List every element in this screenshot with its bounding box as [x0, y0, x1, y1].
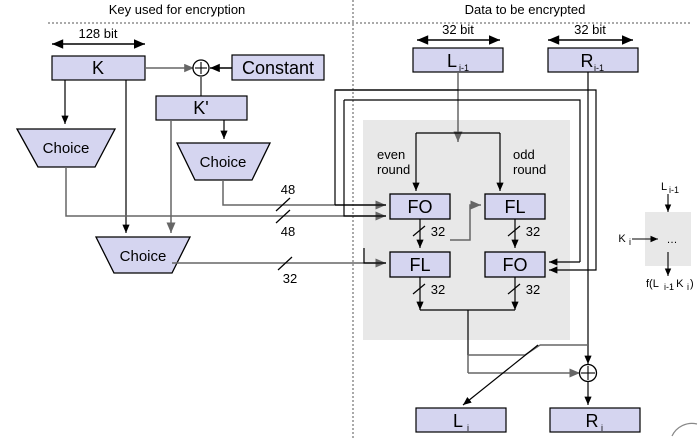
input-box-right-label: R [581, 51, 594, 71]
output-box-left [415, 407, 507, 433]
bus-label-odd-lower: 32 [526, 282, 540, 297]
constant-box-label: Constant [242, 58, 314, 78]
bus-label-even-lower: 32 [431, 282, 445, 297]
choice-block-1 [15, 128, 117, 168]
block-fo-odd-label: FO [503, 255, 528, 275]
choice-block-3 [94, 236, 192, 274]
output-box-left-label: L [453, 411, 463, 431]
wire-choice2-to-fo-48 [222, 180, 386, 210]
bus-slash-48-lower [275, 209, 291, 224]
key-box-kprime-label: K' [193, 98, 208, 118]
output-box-right [549, 407, 641, 433]
key-box-k-label: K [92, 58, 104, 78]
legend-key-label: K [618, 233, 626, 245]
legend-input-label: L [661, 181, 667, 193]
output-box-right-label: R [586, 411, 599, 431]
wire-cross-to-fl-odd [450, 200, 481, 241]
legend-key-subscript: i [629, 237, 631, 247]
bus-slash-even-upper [412, 225, 426, 237]
input-box-right-subscript: i-1 [594, 63, 604, 73]
bus-label-48-upper: 48 [281, 182, 295, 197]
bus-slash-even-lower [412, 283, 426, 295]
odd-round-label-line1: odd [513, 147, 535, 162]
wire-feedback-inner [343, 100, 386, 217]
block-fo-odd [484, 251, 546, 278]
output-box-left-subscript: i [467, 423, 469, 433]
key-box-kprime [155, 95, 248, 121]
choice-block-1-label: Choice [43, 140, 90, 157]
even-round-label-line2: round [377, 162, 410, 177]
legend-output-end: ) [690, 278, 694, 290]
bus-slash-32-choice3 [277, 256, 293, 271]
header-key-side: Key used for encryption [109, 2, 246, 17]
measure-32bit-right-label: 32 bit [574, 22, 606, 37]
measure-128bit-label: 128 bit [78, 26, 117, 41]
bus-label-48-lower: 48 [281, 224, 295, 239]
block-fo-even-label: FO [408, 197, 433, 217]
header-data-side: Data to be encrypted [465, 2, 586, 17]
legend-output-label: f(L [646, 278, 659, 290]
bus-slash-odd-upper [507, 225, 521, 237]
block-fl-even [389, 251, 451, 278]
wire-crossover-to-output-left [462, 344, 539, 406]
bus-label-even-upper: 32 [431, 224, 445, 239]
bus-slash-48-upper [275, 197, 291, 212]
block-fo-even [389, 193, 451, 220]
constant-box [231, 54, 325, 81]
output-box-right-subscript: i [601, 423, 603, 433]
round-function-region [363, 120, 570, 340]
choice-block-2-label: Choice [200, 154, 247, 171]
input-box-left [412, 47, 504, 73]
legend-output-mid: , K [670, 278, 684, 290]
bus-label-32-choice3: 32 [283, 271, 297, 286]
even-round-label-line1: even [377, 147, 405, 162]
wire-feedback-right-upper [344, 99, 581, 262]
bus-slash-odd-lower [507, 283, 521, 295]
wire-feedback-into-fo-odd-2 [335, 89, 597, 274]
measure-32bit-left-label: 32 bit [442, 22, 474, 37]
input-box-left-label: L [447, 51, 457, 71]
decorative-arc [671, 422, 698, 437]
odd-round-label-line2: round [513, 162, 546, 177]
legend-output-subscript-1: i-1 [664, 282, 674, 292]
wire-round-out-riser [468, 344, 541, 356]
block-fl-odd [484, 193, 546, 220]
legend-output-subscript-2: i [687, 282, 689, 292]
legend-ellipsis: … [667, 234, 678, 246]
choice-block-3-label: Choice [120, 248, 167, 265]
input-box-right [547, 47, 639, 73]
choice-block-2 [175, 142, 272, 181]
bus-label-odd-upper: 32 [526, 224, 540, 239]
wire-choice1-to-fo-48 [65, 167, 386, 221]
legend-input-subscript: i-1 [669, 185, 679, 195]
input-box-left-subscript: i-1 [459, 63, 469, 73]
block-fl-even-label: FL [409, 255, 430, 275]
block-fl-odd-label: FL [504, 197, 525, 217]
wire-feedback-into-fl-even [363, 248, 386, 264]
